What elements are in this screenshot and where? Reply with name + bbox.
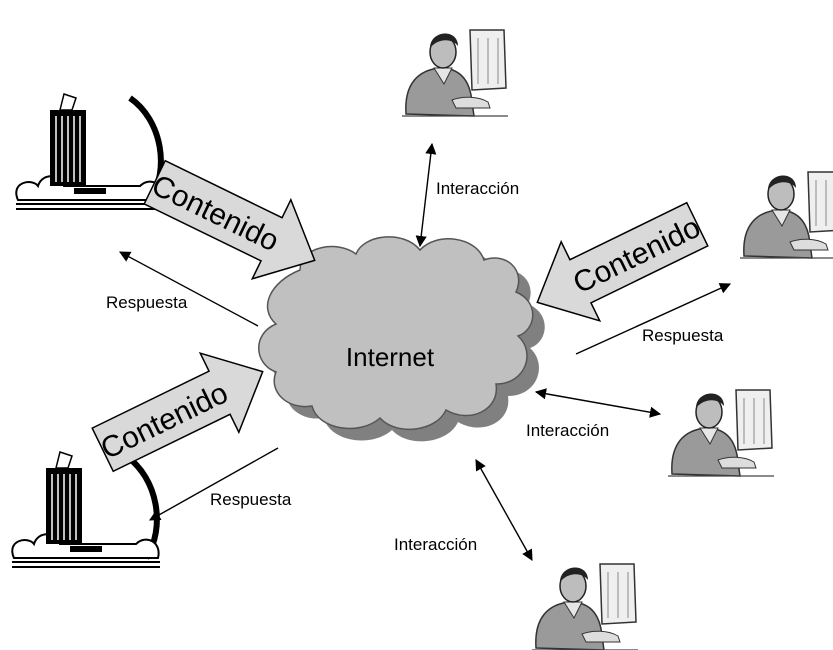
user-right-lower-icon xyxy=(667,389,775,477)
interaccion-label-bottom: Interacción xyxy=(394,535,477,554)
interaccion-label-right: Interacción xyxy=(526,421,609,440)
respuesta-label-bottom-left: Respuesta xyxy=(210,490,292,509)
content-arrow-bottom-left: Contenido xyxy=(91,351,264,473)
interaction-arrow-right xyxy=(534,388,662,418)
interaccion-label-top: Interacción xyxy=(436,179,519,198)
internet-label: Internet xyxy=(346,342,435,372)
interaction-arrow-top xyxy=(415,142,437,248)
respuesta-label-right: Respuesta xyxy=(642,326,724,345)
content-arrow-right: Contenido xyxy=(536,201,709,323)
user-top-icon xyxy=(401,29,509,117)
interaction-arrow-bottom xyxy=(475,459,533,561)
response-arrow-bottom-left xyxy=(149,447,279,521)
server-bottom-left-icon xyxy=(12,452,160,567)
response-arrow-right xyxy=(575,283,732,355)
user-right-icon xyxy=(739,171,833,259)
server-top-left-icon xyxy=(16,94,164,209)
respuesta-label-top-left: Respuesta xyxy=(106,293,188,312)
response-arrow-top-left xyxy=(119,251,259,327)
internet-cloud: Internet xyxy=(258,236,545,442)
user-bottom-icon xyxy=(531,563,639,650)
